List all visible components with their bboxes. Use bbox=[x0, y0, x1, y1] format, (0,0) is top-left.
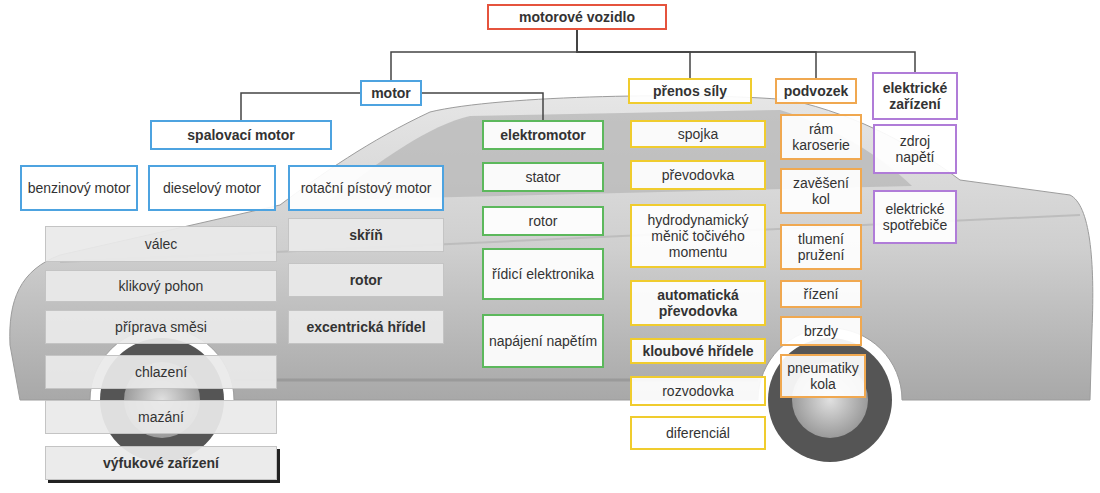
box-label: rám karoserie bbox=[786, 121, 856, 153]
box-label: automatická převodovka bbox=[636, 287, 760, 319]
group-box: přenos síly bbox=[628, 78, 752, 104]
box-label: elektromotor bbox=[500, 127, 586, 143]
box-label: stator bbox=[525, 169, 560, 185]
part-box: rám karoserie bbox=[780, 114, 862, 160]
engine-part-box: chlazení bbox=[45, 355, 277, 389]
tree-connector bbox=[577, 30, 690, 78]
engine-part-box: excentrická hřídel bbox=[288, 310, 444, 344]
box-label: benzinový motor bbox=[28, 180, 131, 196]
box-label: diferenciál bbox=[666, 425, 730, 441]
engine-part-box: skříň bbox=[288, 218, 444, 252]
box-label: excentrická hřídel bbox=[306, 319, 425, 335]
box-label: převodovka bbox=[662, 167, 734, 183]
part-box: zavěšení kol bbox=[780, 168, 862, 214]
box-label: mazání bbox=[138, 409, 184, 425]
box-label: zavěšení kol bbox=[786, 175, 856, 207]
box-label: spojka bbox=[678, 126, 718, 142]
group-box: elektrické zařízení bbox=[872, 72, 958, 120]
box-label: elektrické zařízení bbox=[878, 80, 952, 112]
part-box: rozvodovka bbox=[630, 376, 766, 406]
part-box: brzdy bbox=[780, 316, 862, 346]
rear-wheel bbox=[768, 338, 892, 462]
root-box: motorové vozidlo bbox=[487, 4, 667, 30]
part-box: hydrodynamický měnič točivého momentu bbox=[630, 204, 766, 268]
box-label: napájení napětím bbox=[489, 333, 597, 349]
box-label: rozvodovka bbox=[662, 383, 734, 399]
box-label: spalovací motor bbox=[187, 127, 294, 143]
part-box: zdroj napětí bbox=[873, 124, 957, 174]
part-box: tlumení pružení bbox=[780, 224, 862, 270]
engine-part-box: příprava směsi bbox=[45, 310, 277, 344]
part-box: převodovka bbox=[630, 160, 766, 190]
box-label: chlazení bbox=[135, 364, 187, 380]
box-label: výfukové zařízení bbox=[103, 455, 219, 471]
box-label: dieselový motor bbox=[163, 180, 261, 196]
part-box: stator bbox=[482, 162, 604, 192]
box-label: tlumení pružení bbox=[786, 231, 856, 263]
part-box: řídicí elektronika bbox=[482, 248, 604, 300]
engine-part-box: výfukové zařízení bbox=[45, 446, 277, 480]
part-box: napájení napětím bbox=[482, 314, 604, 368]
box-label: brzdy bbox=[804, 323, 838, 339]
box-label: hydrodynamický měnič točivého momentu bbox=[636, 212, 760, 260]
part-box: spojka bbox=[630, 120, 766, 148]
box-label: motorové vozidlo bbox=[519, 9, 635, 25]
box-label: řízení bbox=[803, 286, 838, 302]
part-box: řízení bbox=[780, 280, 862, 308]
part-box: pneumatiky kola bbox=[780, 354, 866, 398]
box-label: elektrické spotřebiče bbox=[879, 201, 951, 233]
group-box: podvozek bbox=[775, 78, 857, 104]
engine-part-box: mazání bbox=[45, 400, 277, 434]
subgroup-box: elektromotor bbox=[482, 120, 604, 150]
tree-connector bbox=[422, 93, 543, 120]
engine-type-box: benzinový motor bbox=[20, 165, 138, 211]
box-label: válec bbox=[145, 236, 178, 252]
engine-type-box: dieselový motor bbox=[148, 165, 276, 211]
part-box: kloubové hřídele bbox=[630, 338, 766, 364]
subgroup-box: spalovací motor bbox=[150, 120, 332, 150]
box-label: rotační pístový motor bbox=[301, 180, 432, 196]
box-label: příprava směsi bbox=[115, 319, 207, 335]
engine-part-box: rotor bbox=[288, 263, 444, 297]
part-box: elektrické spotřebiče bbox=[873, 190, 957, 244]
tree-connector bbox=[241, 93, 360, 120]
car-body bbox=[10, 96, 1093, 400]
part-box: rotor bbox=[482, 206, 604, 236]
box-label: řídicí elektronika bbox=[492, 266, 594, 282]
box-label: zdroj napětí bbox=[879, 133, 951, 165]
box-label: pneumatiky kola bbox=[786, 360, 860, 392]
group-box: motor bbox=[360, 80, 422, 106]
box-label: motor bbox=[371, 85, 411, 101]
engine-part-box: válec bbox=[45, 226, 277, 262]
box-label: kloubové hřídele bbox=[642, 343, 753, 359]
box-label: klikový pohon bbox=[119, 278, 204, 294]
tree-connector bbox=[391, 30, 577, 80]
tree-connector bbox=[577, 30, 816, 78]
box-label: skříň bbox=[349, 227, 382, 243]
box-label: rotor bbox=[350, 272, 383, 288]
box-label: přenos síly bbox=[653, 83, 727, 99]
engine-type-box: rotační pístový motor bbox=[288, 165, 444, 211]
tree-connector bbox=[577, 30, 915, 72]
box-label: rotor bbox=[529, 213, 558, 229]
part-box: automatická převodovka bbox=[630, 280, 766, 326]
box-label: podvozek bbox=[784, 83, 849, 99]
part-box: diferenciál bbox=[630, 416, 766, 450]
engine-part-box: klikový pohon bbox=[45, 270, 277, 302]
